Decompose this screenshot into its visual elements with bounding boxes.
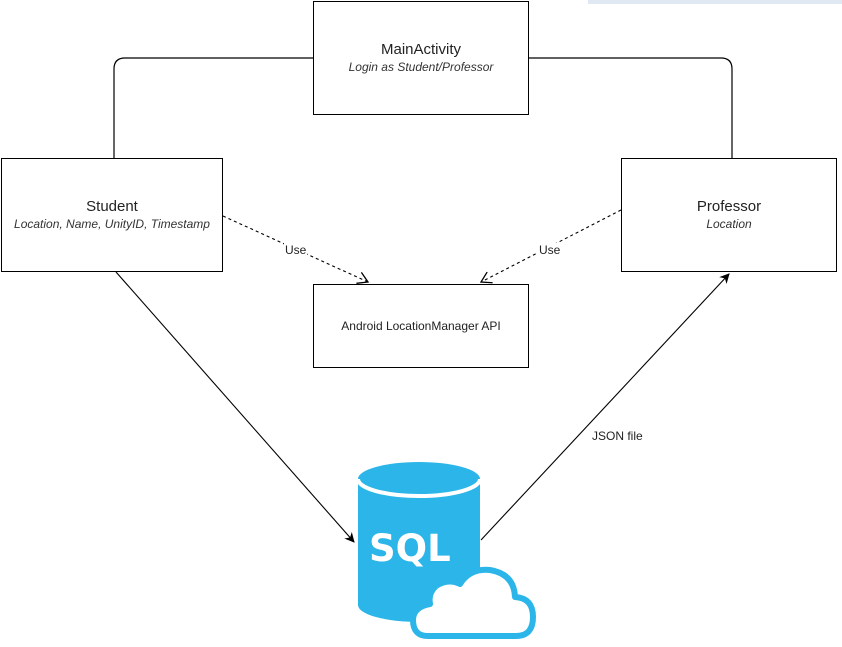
student-subtitle: Location, Name, UnityID, Timestamp [14,217,210,231]
student-node: Student Location, Name, UnityID, Timesta… [1,158,223,272]
window-edge-strip [588,0,842,4]
database-label: SQL [369,527,451,570]
main-activity-title: MainActivity [380,41,462,58]
student-title: Student [86,198,138,215]
json-file-label: JSON file [592,429,643,443]
professor-title: Professor [696,198,762,215]
professor-use-label: Use [538,243,562,257]
main-activity-node: MainActivity Login as Student/Professor [313,1,529,115]
professor-node: Professor Location [621,158,837,272]
student-use-label: Use [284,243,308,257]
student-to-database-arrow [115,271,355,543]
location-manager-api-node: Android LocationManager API [313,284,529,368]
main-activity-subtitle: Login as Student/Professor [348,60,494,74]
sql-cloud-database-icon: SQL [356,462,536,639]
main-to-professor-connector [529,57,733,158]
api-label: Android LocationManager API [341,319,501,333]
main-to-student-connector [113,57,313,158]
database-to-professor-arrow [480,273,730,541]
professor-subtitle: Location [706,217,752,231]
